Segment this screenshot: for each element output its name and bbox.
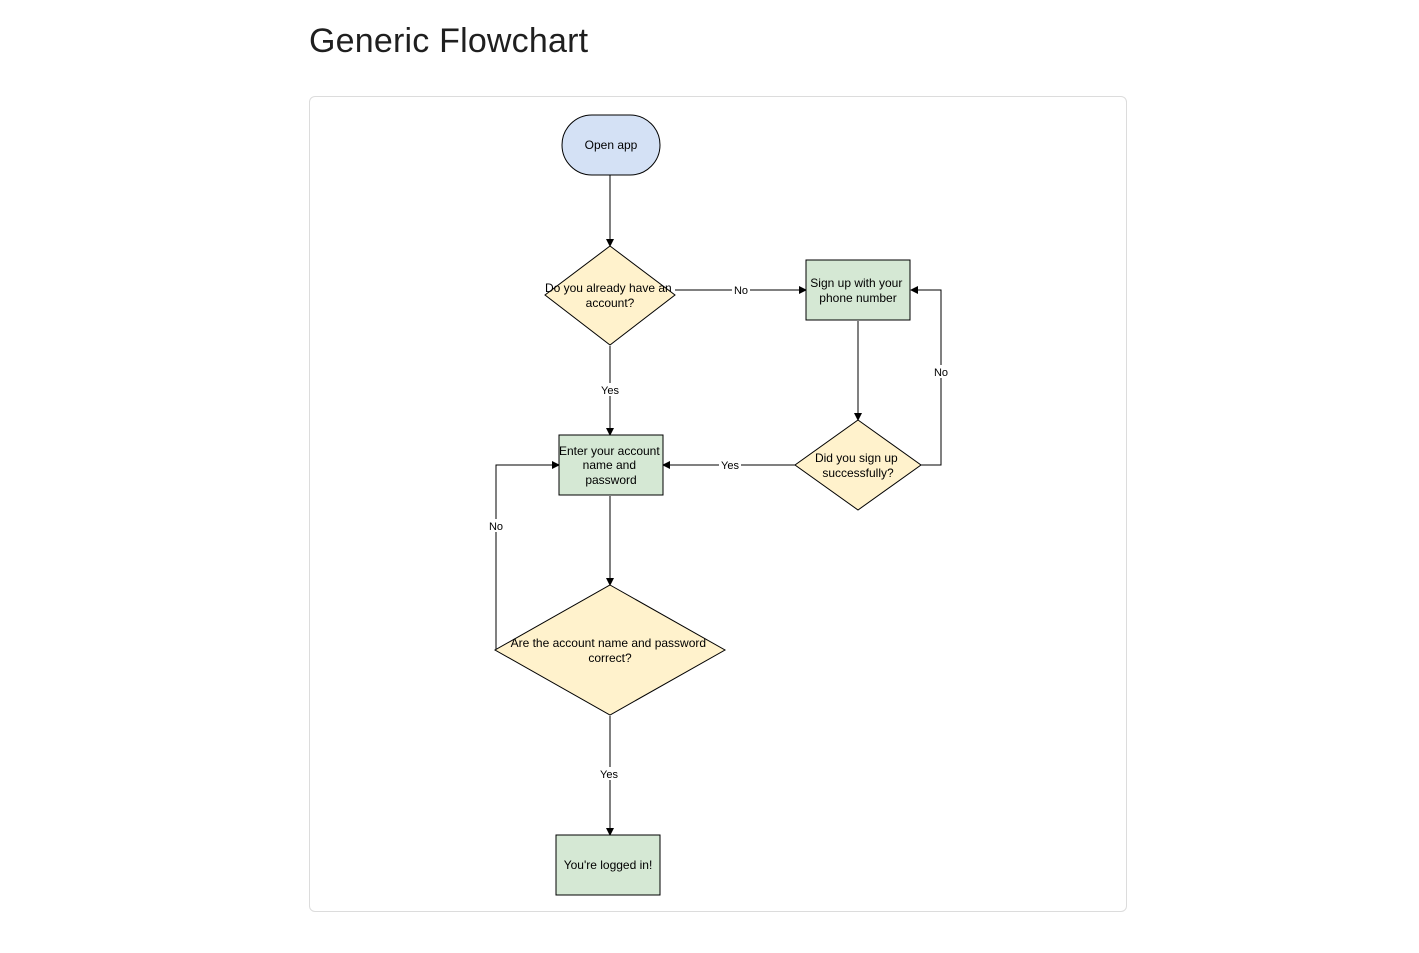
node-logged-in-label: You're logged in! xyxy=(564,858,653,872)
node-enter-credentials: Enter your account name and password xyxy=(558,434,664,496)
edge-label-credentials-no: No xyxy=(489,521,503,533)
node-sign-up-label: Sign up with your phone number xyxy=(810,276,905,305)
node-open-app: Open app xyxy=(561,114,661,176)
edge-label-have-account-yes: Yes xyxy=(601,385,619,397)
node-have-account: Do you already have an account? xyxy=(544,245,676,346)
edge-label-signup-success-no: No xyxy=(934,367,948,379)
edge-credentials-correct-to-enter-credentials xyxy=(495,461,560,650)
page-title: Generic Flowchart xyxy=(309,22,589,60)
node-credentials-correct: Are the account name and password correc… xyxy=(493,584,727,716)
edge-label-credentials-yes: Yes xyxy=(600,769,618,781)
node-logged-in: You're logged in! xyxy=(555,834,661,896)
node-have-account-label: Do you already have an account? xyxy=(545,281,675,310)
edge-label-signup-success-yes: Yes xyxy=(721,460,739,472)
edge-label-have-account-no: No xyxy=(734,285,748,297)
node-credentials-correct-label: Are the account name and password correc… xyxy=(511,636,710,665)
node-sign-up: Sign up with your phone number xyxy=(805,259,911,321)
diagram-card xyxy=(309,96,1127,912)
node-signup-success-label: Did you sign up successfully? xyxy=(815,451,901,480)
node-open-app-label: Open app xyxy=(585,138,638,152)
node-signup-success: Did you sign up successfully? xyxy=(794,419,922,511)
node-enter-credentials-label: Enter your account name and password xyxy=(559,444,663,487)
